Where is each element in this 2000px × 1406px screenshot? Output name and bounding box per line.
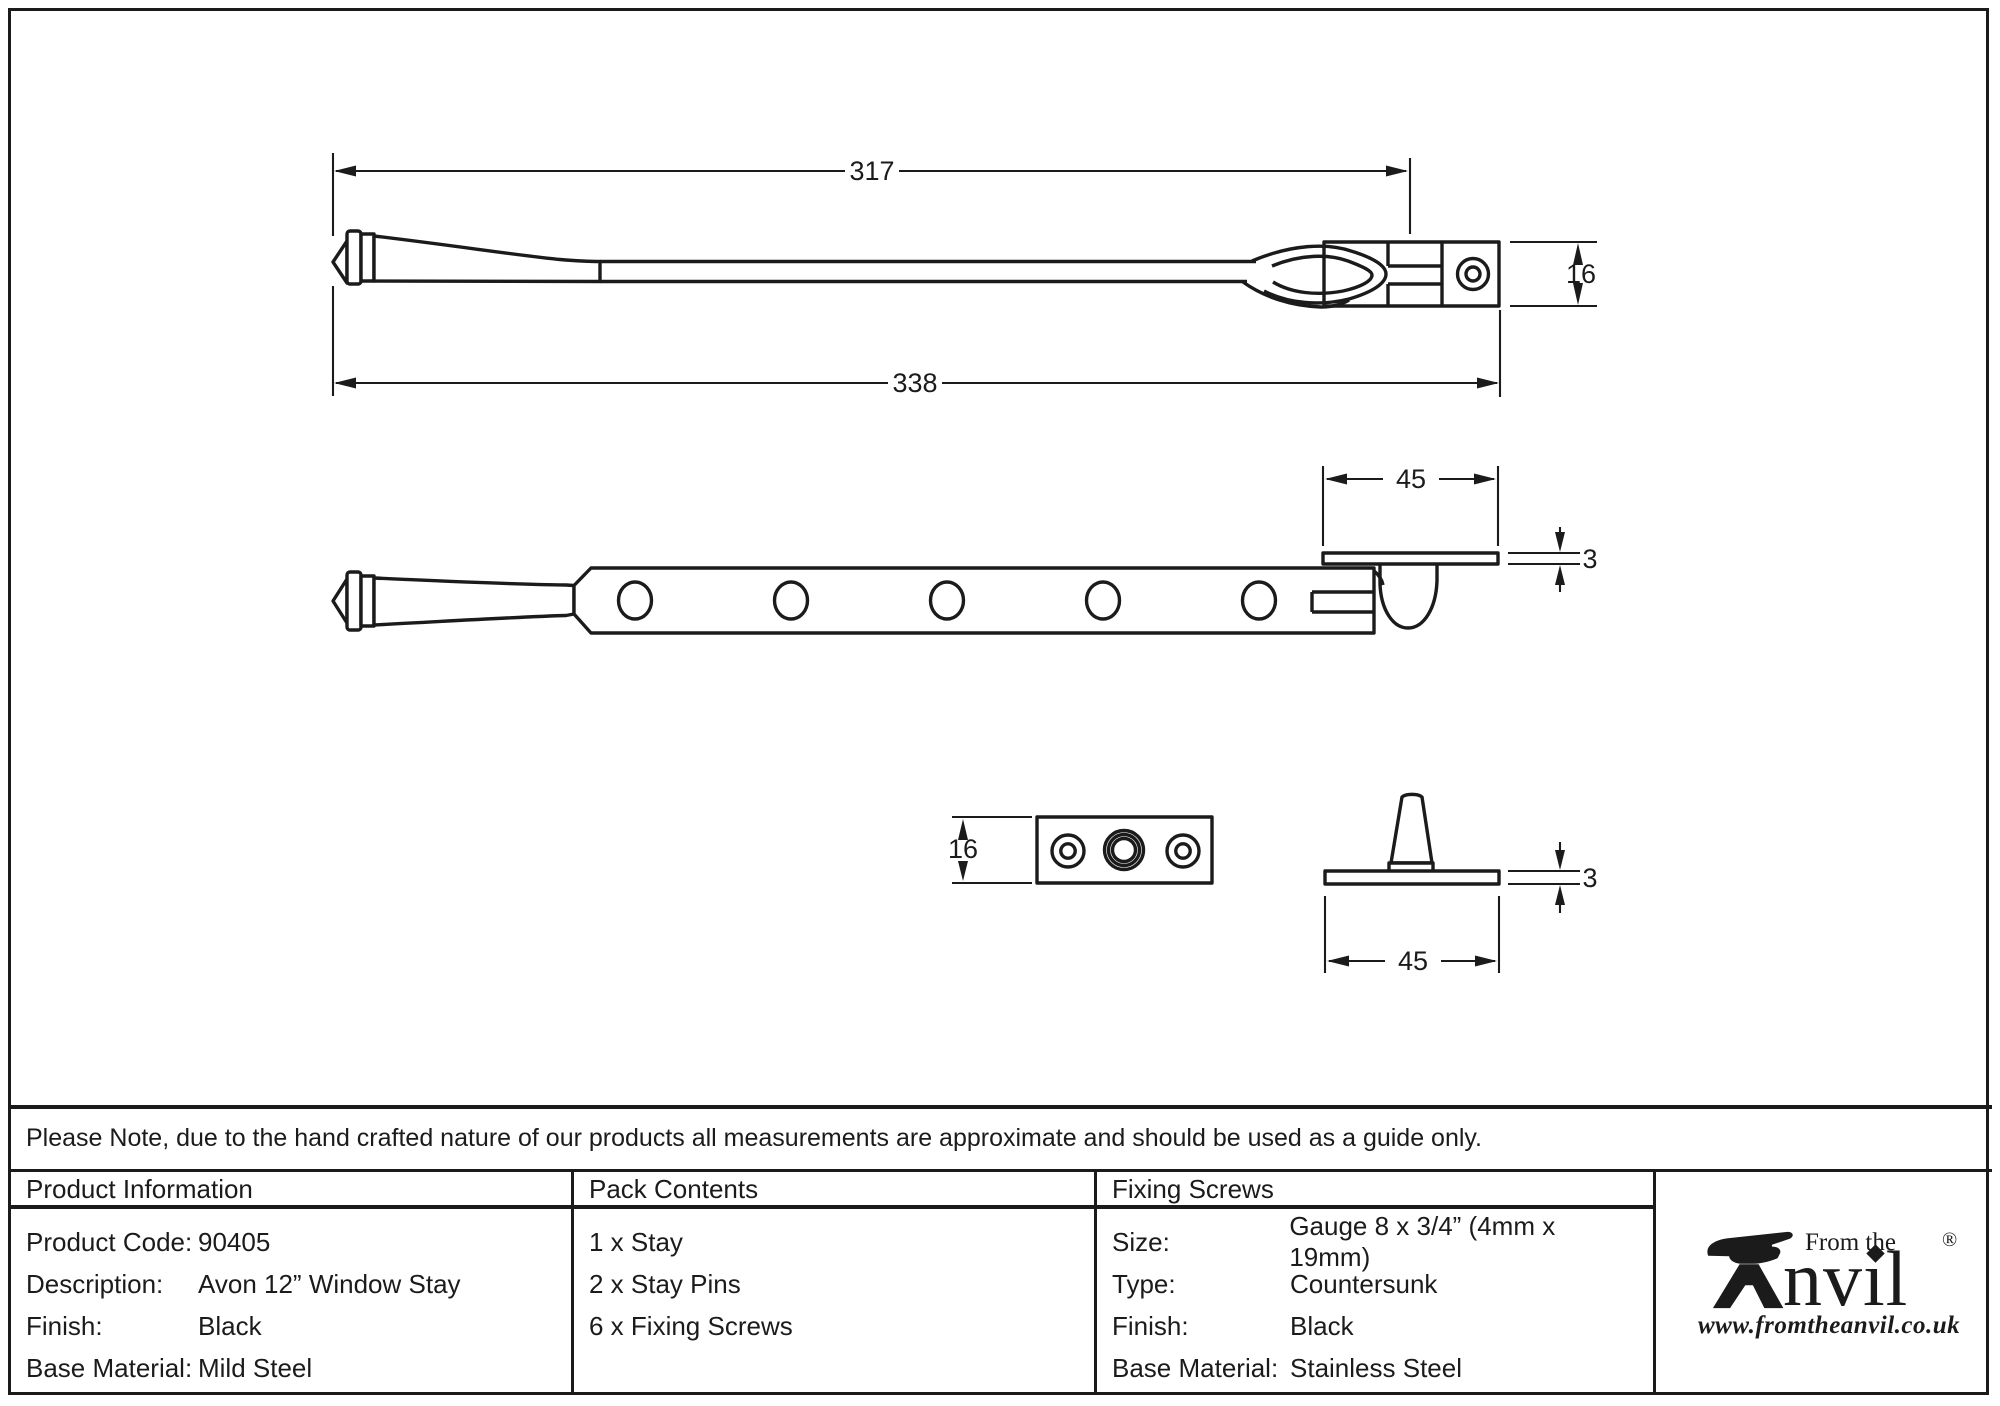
- anvil-icon: [1707, 1231, 1793, 1309]
- screw-finish-value: Black: [1290, 1310, 1354, 1341]
- dimension-label: 16: [1566, 259, 1596, 289]
- dimension-label: 317: [849, 156, 894, 186]
- dimension-label: 3: [1582, 863, 1597, 893]
- dimension-label: 3: [1582, 544, 1597, 574]
- field-label: Size:: [1112, 1226, 1170, 1257]
- table-row: Finish: Black: [26, 1305, 556, 1347]
- field-label: Base Material:: [26, 1352, 193, 1383]
- field-label: Product Code:: [26, 1226, 193, 1257]
- stay-pin-side-view: 3 45: [1323, 792, 1598, 976]
- description-value: Avon 12” Window Stay: [198, 1268, 461, 1299]
- screw-hole: [1050, 833, 1086, 869]
- field-label: Base Material:: [1112, 1352, 1279, 1383]
- pin-hole: [1102, 828, 1146, 872]
- dimension-label: 16: [948, 834, 978, 864]
- table-row: Size: Gauge 8 x 3/4” (4mm x 19mm): [1112, 1211, 1642, 1272]
- screw-size-value: Gauge 8 x 3/4” (4mm x 19mm): [1289, 1211, 1556, 1272]
- dimension-label: 45: [1398, 946, 1428, 976]
- field-label: Finish:: [26, 1310, 103, 1341]
- screw-hole: [1165, 833, 1201, 869]
- fixing-hole: [616, 580, 654, 621]
- dimension-label: 45: [1396, 464, 1426, 494]
- technical-drawing: 317 338 16: [331, 153, 1598, 976]
- fixing-hole: [928, 580, 966, 621]
- fixing-screws-cell: Size: Gauge 8 x 3/4” (4mm x 19mm) Type: …: [1112, 1211, 1642, 1389]
- dimension-label: 338: [892, 368, 937, 398]
- product-information-cell: Product Code: 90405 Description: Avon 12…: [26, 1221, 556, 1389]
- base-material-value: Mild Steel: [198, 1352, 313, 1383]
- product-information-header: Product Information: [26, 1174, 253, 1204]
- keeper-plate-top-view: 16: [948, 815, 1214, 885]
- fixing-hole: [1084, 580, 1122, 621]
- column-divider: [1653, 1169, 1656, 1395]
- fixing-hole: [772, 580, 810, 621]
- pack-item: 2 x Stay Pins: [589, 1269, 741, 1299]
- pack-item: 1 x Stay: [589, 1227, 683, 1257]
- table-row: Type: Countersunk: [1112, 1263, 1642, 1305]
- fixing-screws-header: Fixing Screws: [1112, 1174, 1274, 1204]
- table-top-rule: [8, 1169, 1992, 1172]
- fixing-hole: [1240, 580, 1278, 621]
- logo-url: www.fromtheanvil.co.uk: [1698, 1312, 1961, 1339]
- table-row: Base Material: Mild Steel: [26, 1347, 556, 1389]
- logo-brand-text: nvıl: [1783, 1235, 1909, 1322]
- pack-contents-cell: 1 x Stay 2 x Stay Pins 6 x Fixing Screws: [589, 1221, 1069, 1347]
- header-bottom-rule: [8, 1205, 1656, 1209]
- table-row: Product Code: 90405: [26, 1221, 556, 1263]
- pack-item: 6 x Fixing Screws: [589, 1311, 793, 1341]
- measurement-disclaimer-note: Please Note, due to the hand crafted nat…: [26, 1124, 1483, 1152]
- table-row: Finish: Black: [1112, 1305, 1642, 1347]
- finish-value: Black: [198, 1310, 262, 1341]
- stay-side-view: 317 338 16: [331, 153, 1597, 398]
- brand-logo: From the nvıl ® www.fromtheanvil.co.uk: [1653, 1172, 1990, 1396]
- screw-type-value: Countersunk: [1290, 1268, 1438, 1299]
- pack-contents-header: Pack Contents: [589, 1174, 759, 1204]
- screw-hole: [1455, 256, 1491, 292]
- column-divider: [571, 1169, 574, 1395]
- field-label: Finish:: [1112, 1310, 1189, 1341]
- column-divider: [1094, 1169, 1097, 1395]
- field-label: Description:: [26, 1268, 164, 1299]
- table-row: Base Material: Stainless Steel: [1112, 1347, 1642, 1389]
- table-row: Description: Avon 12” Window Stay: [26, 1263, 556, 1305]
- note-row-top-rule: [8, 1105, 1992, 1109]
- product-code-value: 90405: [198, 1226, 271, 1257]
- page-border: [8, 8, 1989, 1395]
- field-label: Type:: [1112, 1268, 1176, 1299]
- registered-trademark: ®: [1942, 1229, 1958, 1251]
- screw-material-value: Stainless Steel: [1290, 1352, 1462, 1383]
- stay-plan-view: 45 3: [331, 464, 1598, 635]
